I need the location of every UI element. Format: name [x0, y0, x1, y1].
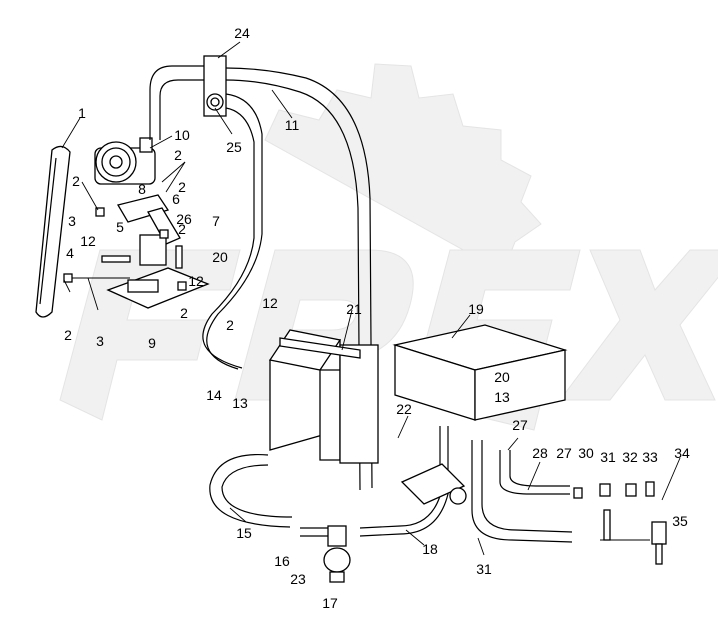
callout-c3b: 3	[96, 333, 104, 349]
callout-c14: 14	[206, 387, 222, 403]
callout-c6: 6	[172, 191, 180, 207]
callout-c22: 22	[396, 401, 412, 417]
callout-c12b: 12	[188, 273, 204, 289]
receiver-drier	[323, 525, 351, 583]
callout-c11: 11	[285, 117, 300, 133]
callout-c1: 1	[78, 105, 86, 121]
callout-c13a: 13	[232, 395, 248, 411]
callout-c15: 15	[236, 525, 252, 541]
callout-c12a: 12	[80, 233, 96, 249]
evaporator-unit	[268, 329, 379, 464]
callout-c34: 34	[674, 445, 690, 461]
callout-c16: 16	[274, 553, 290, 569]
callout-c24: 24	[234, 25, 250, 41]
callout-c18: 18	[422, 541, 438, 557]
callout-c2c: 2	[72, 173, 80, 189]
callout-c5: 5	[116, 219, 124, 235]
compressor-bracket-assembly	[63, 194, 210, 309]
callout-c26: 26	[176, 211, 192, 227]
callout-c28: 28	[532, 445, 548, 461]
callout-c35: 35	[672, 513, 688, 529]
callout-c10: 10	[174, 127, 190, 143]
fitting-chain	[573, 481, 667, 565]
callout-c4: 4	[66, 245, 74, 261]
callout-c25: 25	[226, 139, 242, 155]
callout-c2g: 2	[64, 327, 72, 343]
callout-c2a: 2	[174, 147, 182, 163]
callout-c32: 32	[622, 449, 638, 465]
callout-c23: 23	[290, 571, 306, 587]
callout-c27a: 27	[512, 417, 528, 433]
callout-c27b: 27	[556, 445, 572, 461]
callout-c3a: 3	[68, 213, 76, 229]
callout-c2d: 2	[178, 221, 186, 237]
hose-guard	[400, 463, 467, 505]
callout-c13b: 13	[494, 389, 510, 405]
callout-c20b: 20	[212, 249, 228, 265]
hose-clamp	[203, 55, 227, 117]
callout-c31a: 31	[476, 561, 492, 577]
callout-c20a: 20	[494, 369, 510, 385]
callout-c30: 30	[578, 445, 594, 461]
drive-belt	[35, 145, 71, 318]
callout-c19: 19	[468, 301, 484, 317]
callout-c8: 8	[138, 181, 146, 197]
callout-c33: 33	[642, 449, 658, 465]
callout-c2e: 2	[180, 305, 188, 321]
leader-lines	[61, 41, 681, 556]
callout-c21: 21	[346, 301, 362, 317]
callout-c17: 17	[322, 595, 338, 611]
callout-c2f: 2	[226, 317, 234, 333]
callout-c12c: 12	[262, 295, 278, 311]
callout-c7: 7	[212, 213, 220, 229]
callout-c2b: 2	[178, 179, 186, 195]
compressor	[94, 137, 156, 185]
callout-c9: 9	[148, 335, 156, 351]
condenser-box	[392, 324, 568, 421]
watermark-logo	[59, 63, 718, 431]
callout-c31b: 31	[600, 449, 616, 465]
